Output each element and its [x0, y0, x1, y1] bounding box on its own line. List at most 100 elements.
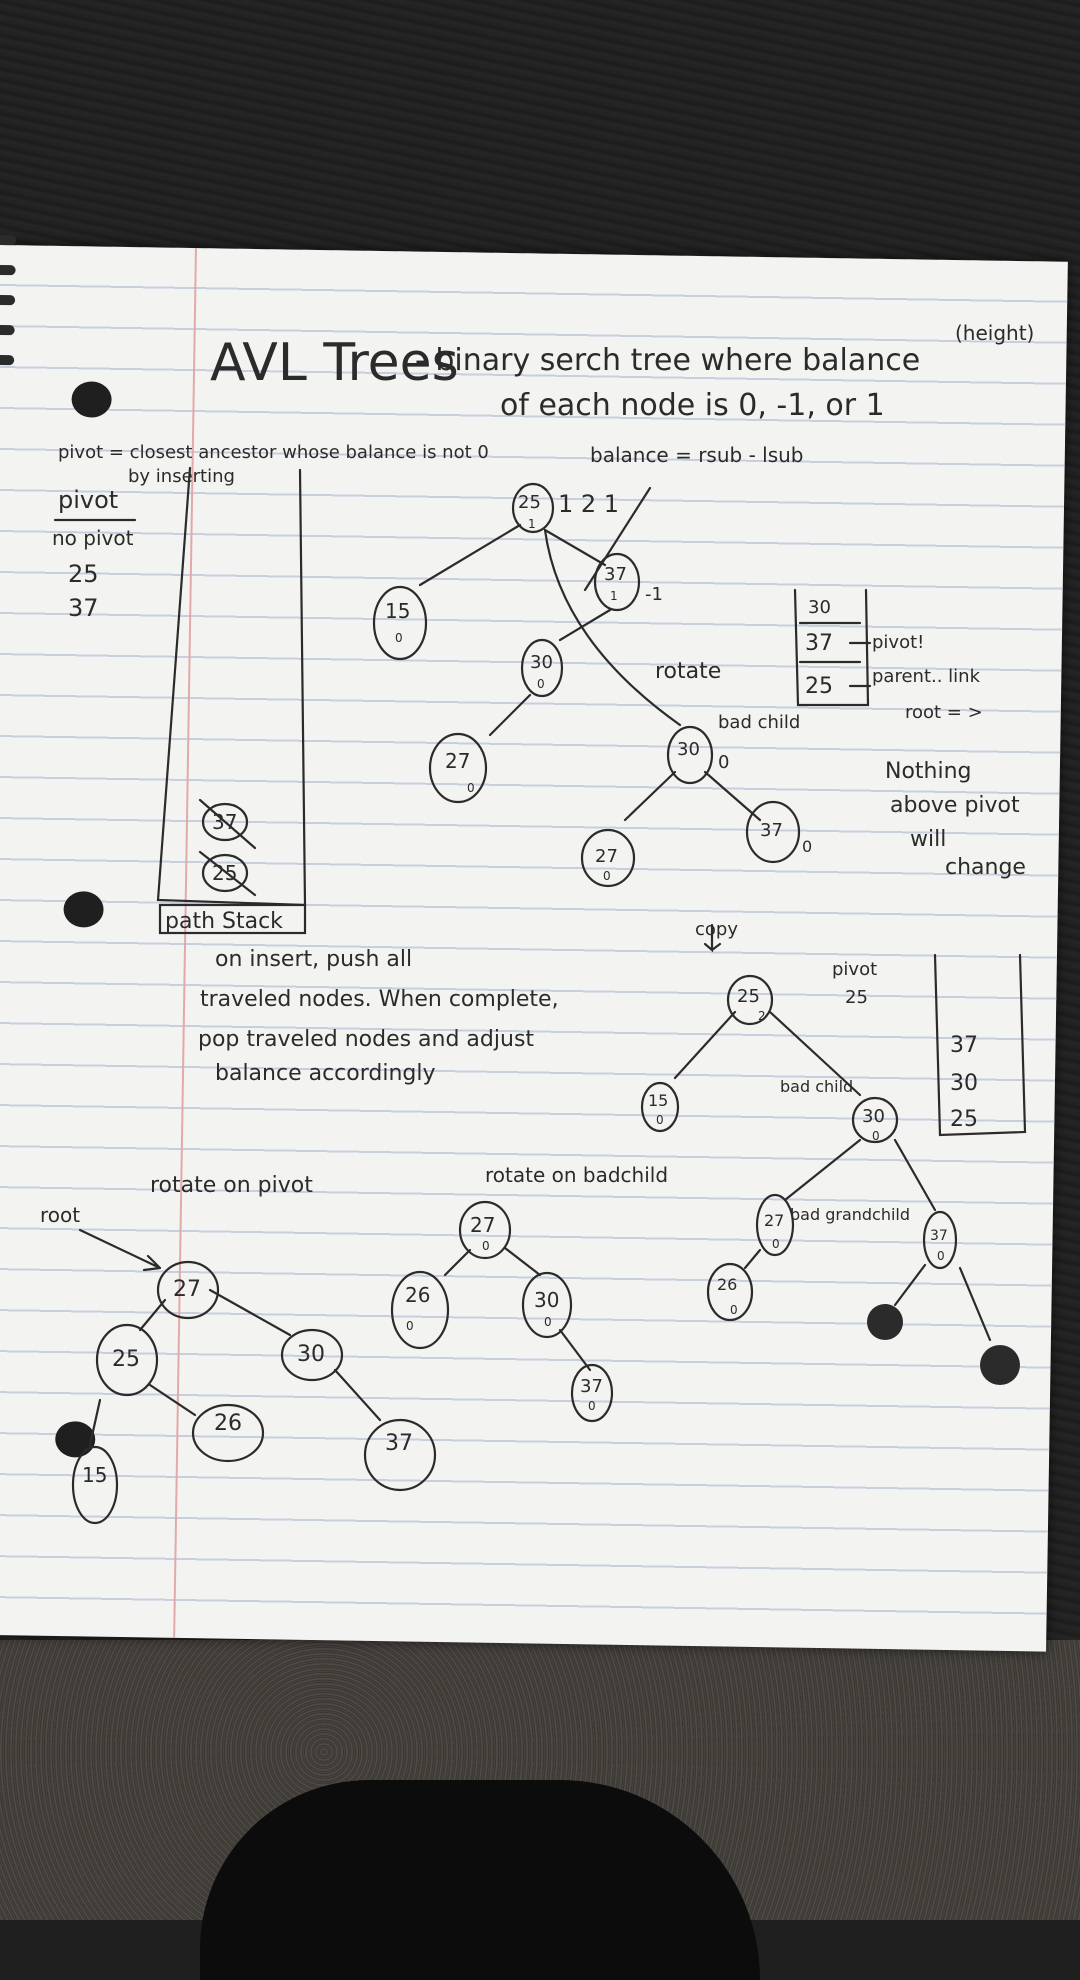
tree-node [640, 1081, 680, 1133]
nothing-note-line: will [910, 827, 946, 852]
page-title: AVL Trees [210, 333, 459, 393]
node-balance: 0 [802, 837, 812, 856]
root-label: root [40, 1203, 80, 1227]
node-balance: 0 [395, 631, 403, 645]
stack-item: 37 [805, 631, 833, 656]
node-label: 27 [470, 1213, 495, 1237]
stack-label-box [158, 903, 307, 935]
title-block: AVL Trees - binary serch tree where bala… [210, 321, 1034, 423]
node-balance: 0 [603, 869, 611, 883]
tree-node [280, 1328, 344, 1382]
tree-edge [673, 1010, 737, 1080]
stack-note-line: balance accordingly [215, 1061, 436, 1086]
tree-node [851, 1096, 899, 1144]
tree-edge [503, 1246, 542, 1277]
tree-edge [893, 1263, 927, 1307]
rotate-on-badchild-label: rotate on badchild [485, 1163, 668, 1187]
tree-after-badchild-rotation: 27 0 26 0 30 0 37 0 [390, 1200, 614, 1423]
node-label: 25 [518, 492, 541, 513]
node-balance: 0 [730, 1303, 738, 1317]
node-label: 37 [760, 820, 783, 841]
stack-note-line: traveled nodes. When complete, [200, 987, 559, 1012]
pivot-list-item: 25 [68, 560, 99, 588]
tree-node [390, 1270, 450, 1350]
node-balance: 2 [758, 1009, 766, 1023]
tree-edge [88, 1398, 102, 1447]
bad-child-note: bad child [780, 1077, 853, 1096]
tree-edge [148, 1383, 197, 1417]
pivot-list-heading: pivot [58, 486, 118, 514]
tree-edge [558, 1328, 592, 1372]
tree-edge [768, 1010, 862, 1097]
tree-node [922, 1210, 958, 1270]
node-label: 15 [385, 599, 410, 623]
node-label: 37 [930, 1228, 948, 1244]
node-label: 26 [214, 1411, 242, 1436]
tree-edge [543, 528, 607, 567]
node-label: 27 [173, 1277, 201, 1302]
tree-node [580, 828, 636, 888]
tree-node [458, 1200, 512, 1260]
tree-edge [138, 1298, 167, 1332]
tree-edge [623, 770, 677, 822]
node-label: 15 [648, 1091, 668, 1110]
stack-node [201, 853, 249, 893]
tree-node [156, 1260, 220, 1320]
tree-node [666, 725, 714, 785]
bad-grandchild-note: bad grandchild [790, 1205, 910, 1224]
node-label: 26 [717, 1275, 737, 1294]
rotation-arrow [543, 528, 682, 727]
tree-node [511, 482, 555, 534]
path-stack-label: path Stack [165, 909, 283, 934]
strike-line [198, 850, 257, 897]
tree-node [570, 1363, 614, 1423]
node-balance: -1 [645, 584, 663, 605]
node-balance: 0 [718, 752, 729, 773]
root-note: root = > [905, 702, 983, 723]
strike-line [198, 798, 257, 850]
node-label: 30 [297, 1342, 325, 1367]
node-label: 26 [405, 1283, 430, 1307]
pivot-list-item: 37 [68, 594, 99, 622]
handwritten-notes: AVL Trees - binary serch tree where bala… [40, 321, 1034, 1525]
stack-note-line: pop traveled nodes and adjust [198, 1027, 534, 1052]
pivot-list-item: no pivot [52, 526, 134, 550]
stack-outline [933, 953, 1027, 1137]
tree-edge [443, 1248, 472, 1277]
tree-node [755, 1193, 795, 1257]
scribbled-node [867, 1304, 903, 1340]
node-label: 25 [737, 986, 760, 1007]
stack-item: 30 [950, 1071, 978, 1096]
tree-edge [703, 770, 762, 822]
tree-edge [488, 693, 532, 737]
definition-line-1: - binary serch tree where balance [415, 343, 920, 378]
tree-edge [783, 1138, 862, 1202]
first-tree: 25 1 1 2 1 15 0 37 1 -1 30 0 27 0 [372, 482, 682, 804]
nothing-note-line: above pivot [890, 793, 1020, 818]
nothing-note: Nothing above pivot will change [885, 759, 1026, 880]
node-label: 27 [764, 1211, 784, 1230]
copy-arrow [703, 923, 722, 953]
node-label: 37 [385, 1431, 413, 1456]
rotate-on-pivot-label: rotate on pivot [150, 1173, 313, 1198]
root-arrow [78, 1228, 162, 1272]
rotated-tree: 30 0 27 0 37 0 [580, 725, 812, 888]
pivot-list: pivot no pivot 25 37 [52, 486, 137, 622]
node-balance: 1 [528, 517, 536, 531]
balance-formula: balance = rsub - lsub [590, 443, 804, 467]
parent-note: parent.. link [872, 666, 981, 687]
node-balance: 0 [544, 1315, 552, 1329]
second-tree: pivot 25 25 2 15 0 30 0 27 0 26 0 37 0 b… [640, 953, 1027, 1385]
stack-outline [793, 588, 870, 707]
tree-edge [418, 523, 522, 587]
stack-item: 37 [950, 1033, 978, 1058]
tree-node [726, 974, 774, 1026]
pivot-heading: pivot [832, 959, 877, 980]
node-label: 37 [580, 1376, 603, 1397]
stack-note-line: on insert, push all [215, 947, 412, 972]
scribbled-node [980, 1345, 1020, 1385]
node-label: 27 [595, 846, 618, 867]
tree-edge [208, 1288, 292, 1337]
node-label: 25 [112, 1347, 140, 1372]
node-balance: 0 [588, 1399, 596, 1413]
